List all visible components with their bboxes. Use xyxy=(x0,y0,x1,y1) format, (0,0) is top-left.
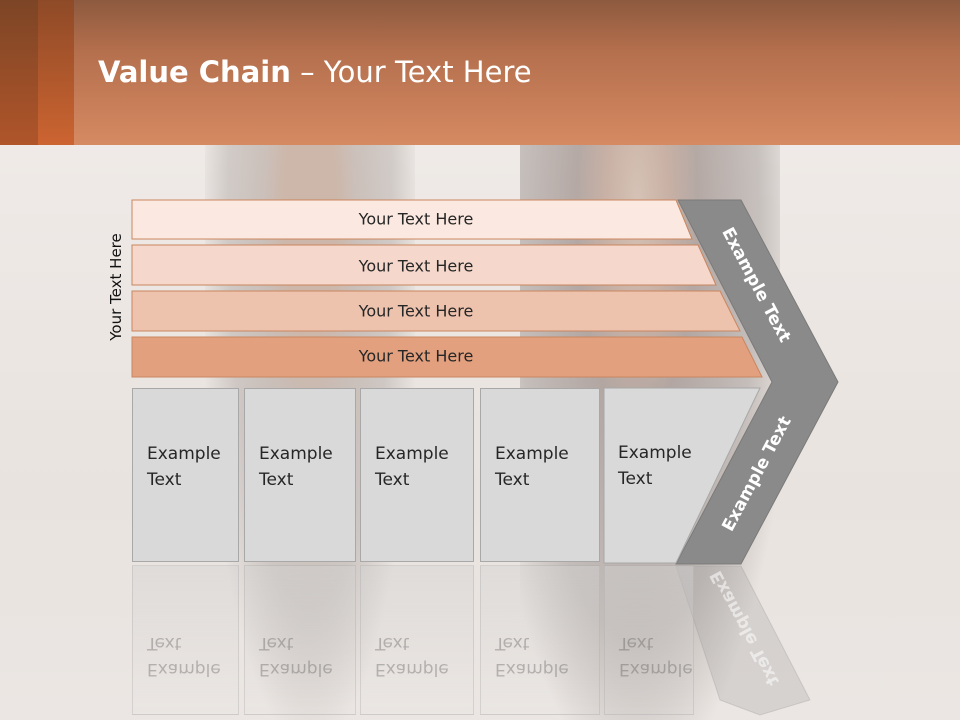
bar-label-1: Your Text Here xyxy=(358,209,474,229)
box-5-line1: Example xyxy=(618,443,692,463)
box-2-line1: Example xyxy=(259,444,333,464)
box-3[interactable]: Example Text xyxy=(360,388,474,562)
slide-title-bold: Value Chain xyxy=(98,55,291,89)
box-1[interactable]: Example Text xyxy=(132,388,239,562)
box-3-line2: Text xyxy=(375,470,410,490)
box-5-line2: Text xyxy=(618,469,653,489)
chevron-reflection xyxy=(675,565,811,716)
box-1-line2: Text xyxy=(147,470,182,490)
box-5[interactable]: Example Text xyxy=(604,388,724,562)
box-4-line1: Example xyxy=(495,444,569,464)
header-band: Value Chain – Your Text Here xyxy=(0,0,960,145)
bar-label-2: Your Text Here xyxy=(358,256,474,276)
box-5-text: Example Text xyxy=(618,440,692,492)
bar-shape-2[interactable] xyxy=(131,244,717,286)
slide-title-rest: – Your Text Here xyxy=(290,55,532,89)
bar-shape-1[interactable] xyxy=(131,199,693,240)
box-3-text: Example Text xyxy=(375,441,449,493)
header-accent-stripe xyxy=(38,0,74,145)
box-4-line2: Text xyxy=(495,470,530,490)
box-1-text: Example Text xyxy=(147,441,221,493)
bar-shape-4[interactable] xyxy=(131,336,763,378)
box-3-line1: Example xyxy=(375,444,449,464)
bar-shape-3[interactable] xyxy=(131,290,741,332)
box-2-text: Example Text xyxy=(259,441,333,493)
box-2-line2: Text xyxy=(259,470,294,490)
bar-label-4: Your Text Here xyxy=(358,346,474,366)
box-1-line1: Example xyxy=(147,444,221,464)
slide-title[interactable]: Value Chain – Your Text Here xyxy=(98,55,532,89)
box-4-text: Example Text xyxy=(495,441,569,493)
box-5-shape[interactable] xyxy=(603,387,761,564)
header-accent-stripe xyxy=(0,0,38,145)
box-2[interactable]: Example Text xyxy=(244,388,356,562)
chevron-arrow[interactable] xyxy=(675,199,839,565)
bar-label-3: Your Text Here xyxy=(358,301,474,321)
box-4[interactable]: Example Text xyxy=(480,388,600,562)
